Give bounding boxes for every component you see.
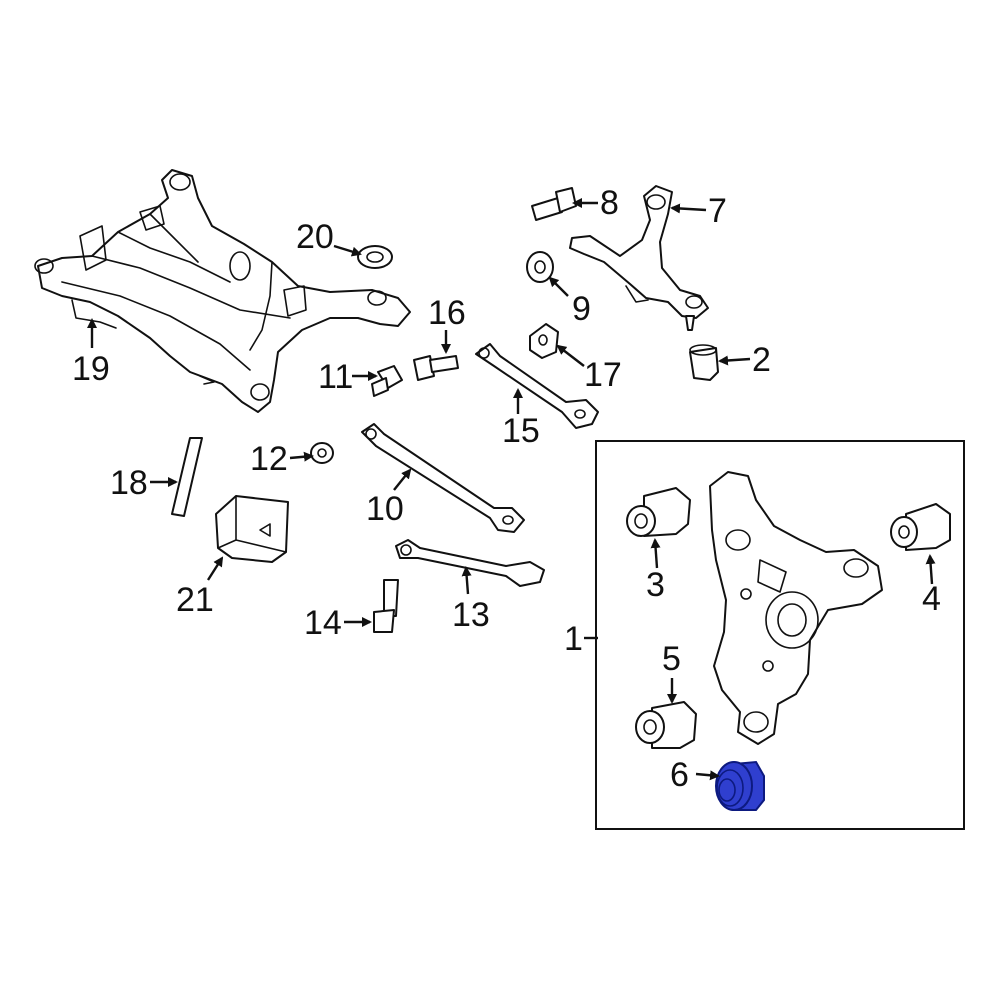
part-15-link[interactable] bbox=[475, 343, 599, 429]
arrow-12 bbox=[289, 451, 314, 462]
part-16-bolt[interactable] bbox=[413, 355, 459, 381]
part-12-washer[interactable] bbox=[310, 442, 334, 464]
callout-11: 11 bbox=[318, 358, 353, 396]
callout-14: 14 bbox=[304, 604, 342, 642]
callout-2: 2 bbox=[752, 341, 771, 379]
callout-18: 18 bbox=[110, 464, 148, 502]
callout-8: 8 bbox=[600, 184, 619, 222]
part-3-bushing[interactable] bbox=[626, 487, 691, 537]
part-6-bushing-highlighted[interactable] bbox=[715, 760, 765, 811]
arrow-2 bbox=[718, 355, 751, 366]
arrow-3 bbox=[650, 538, 661, 569]
arrow-9 bbox=[548, 276, 569, 297]
callout-1: 1 bbox=[564, 620, 583, 658]
callout-6: 6 bbox=[670, 756, 689, 794]
callout-15: 15 bbox=[502, 412, 540, 450]
part-7-upper-arm[interactable] bbox=[569, 185, 709, 331]
part-14-bolt[interactable] bbox=[373, 579, 399, 633]
arrow-7 bbox=[670, 203, 707, 214]
part-11-bolt[interactable] bbox=[371, 365, 403, 397]
part-9-washer[interactable] bbox=[526, 251, 554, 283]
part-4-bushing[interactable] bbox=[890, 503, 951, 551]
part-5-bushing[interactable] bbox=[635, 701, 697, 749]
part-20-washer[interactable] bbox=[357, 245, 393, 269]
part-10-lateral-link[interactable] bbox=[361, 423, 525, 533]
arrow-17 bbox=[556, 344, 585, 367]
callout-16: 16 bbox=[428, 294, 466, 332]
callout-12: 12 bbox=[250, 440, 288, 478]
part-13-link[interactable] bbox=[395, 539, 545, 587]
callout-5: 5 bbox=[662, 640, 681, 678]
part-1-knuckle[interactable] bbox=[709, 471, 883, 745]
arrow-10 bbox=[393, 468, 412, 491]
arrow-20 bbox=[333, 244, 362, 257]
detail-box-part-1 bbox=[595, 440, 965, 830]
callout-3: 3 bbox=[646, 566, 665, 604]
callout-10: 10 bbox=[366, 490, 404, 528]
arrow-13 bbox=[461, 566, 472, 595]
part-19-subframe[interactable] bbox=[34, 169, 411, 413]
callout-arrows bbox=[87, 198, 936, 781]
part-2-bushing[interactable] bbox=[689, 344, 719, 381]
part-8-bolt[interactable] bbox=[531, 187, 577, 221]
arrow-6 bbox=[695, 770, 720, 781]
callout-21: 21 bbox=[176, 581, 214, 619]
part-21-module[interactable] bbox=[215, 495, 289, 563]
callout-13: 13 bbox=[452, 596, 490, 634]
part-18-bracket[interactable] bbox=[171, 437, 203, 517]
callout-labels: 8 7 20 9 2 17 16 11 15 19 12 18 10 21 13… bbox=[72, 184, 941, 794]
part-17-plate[interactable] bbox=[529, 323, 559, 359]
callout-17: 17 bbox=[584, 356, 622, 394]
callout-19: 19 bbox=[72, 350, 110, 388]
callout-20: 20 bbox=[296, 218, 334, 256]
arrow-21 bbox=[206, 556, 224, 581]
callout-7: 7 bbox=[708, 192, 727, 230]
callout-4: 4 bbox=[922, 580, 941, 618]
callout-9: 9 bbox=[572, 290, 591, 328]
arrow-4 bbox=[925, 554, 936, 585]
